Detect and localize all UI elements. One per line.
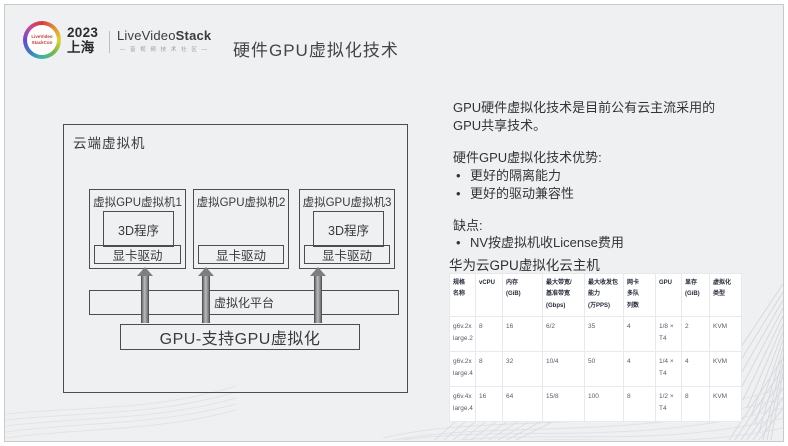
vm-label: 虚拟GPU虚拟机2 [196,197,286,209]
column-header: vCPU [475,272,503,318]
page-title: 硬件GPU虚拟化技术 [233,41,399,60]
table-row: g6v.4xlarge.4 16 64 15/8 100 8 1/2 × T4 … [449,386,742,423]
cell-virt-type: KVM [709,386,742,423]
cons-heading: 缺点: [453,217,483,233]
cell-spec-name: g6v.4xlarge.4 [449,386,476,423]
cell-bandwidth: 15/8 [542,386,585,423]
vm-box-2: 虚拟GPU虚拟机2 显卡驱动 [193,189,289,269]
arrow-shaft [141,276,149,323]
livevideostack-logo-icon: LiveVideo StackCon [23,21,61,59]
logo-emblem-text: LiveVideo StackCon [23,21,61,59]
column-header: 虚拟化 类型 [709,272,742,318]
brand-tagline: — 音 视 频 技 术 社 区 — [119,47,209,53]
gpu-driver-box: 显卡驱动 [304,245,390,264]
cell-virt-type: KVM [709,351,742,388]
cons-list: • NV按虚拟机收License费用 [453,234,753,252]
brand-wordmark: LiveVideoStack — 音 视 频 技 术 社 区 — [117,28,211,53]
bullet-icon: • [456,167,461,183]
cell-memory: 32 [502,351,543,388]
conference-year-badge: 2023 上海 [67,25,99,56]
cell-vram: 4 [681,351,710,388]
cell-pps: 100 [584,386,624,423]
arrow-head [310,267,326,276]
cell-virt-type: KVM [709,316,742,353]
conference-year: 2023 [67,25,99,40]
table-row: g6v.2xlarge.4 8 32 10/4 50 4 1/4 × T4 4 … [449,351,742,388]
cell-bandwidth: 10/4 [542,351,585,388]
logo-emblem-line2: StackCon [31,40,53,45]
table-row: g6v.2xlarge.2 8 16 6/2 35 4 1/8 × T4 2 K… [449,316,742,353]
brand-name-regular: LiveVideo [117,28,176,43]
arrow-shaft [202,276,210,323]
table-title: 华为云GPU虚拟化云主机 [449,258,600,273]
gpu-hardware-box: GPU-支持GPU虚拟化 [120,324,360,350]
list-item: • NV按虚拟机收License费用 [453,234,753,252]
cell-vcpu: 8 [475,316,503,353]
arrow-head [198,267,214,276]
gpu-driver-box: 显卡驱动 [198,245,284,264]
pros-list: • 更好的隔离能力 • 更好的驱动兼容性 [453,167,753,203]
slide: LiveVideo StackCon 2023 上海 LiveVideoStac… [4,4,784,442]
logo-divider [109,31,110,53]
notes-panel: GPU硬件虚拟化技术是目前公有云主流采用的 GPU共享技术。 硬件GPU虚拟化技… [453,99,753,252]
column-header: 最大带宽/ 基准带宽 (Gbps) [542,272,585,318]
bullet-icon: • [456,185,461,201]
cell-vram: 8 [681,386,710,423]
column-header: 网卡 多队 列数 [623,272,656,318]
cell-queues: 4 [623,351,656,388]
3d-app-box: 3D程序 [313,211,384,247]
column-header: 规格 名称 [449,272,476,318]
cell-spec-name: g6v.2xlarge.4 [449,351,476,388]
cell-queues: 8 [623,386,656,423]
vm-label: 虚拟GPU虚拟机1 [93,197,182,209]
up-arrow-icon [310,267,326,323]
intro-paragraph: GPU硬件虚拟化技术是目前公有云主流采用的 GPU共享技术。 [453,100,716,133]
vm-box-1: 虚拟GPU虚拟机1 3D程序 显卡驱动 [89,189,186,269]
cloud-vm-label: 云端虚拟机 [73,136,146,151]
cell-gpu: 1/2 × T4 [655,386,682,423]
cloud-vm-diagram: 云端虚拟机 虚拟GPU虚拟机1 3D程序 显卡驱动 虚拟GPU虚拟机2 显卡驱动… [63,124,408,393]
cell-spec-name: g6v.2xlarge.2 [449,316,476,353]
con-item-text: NV按虚拟机收License费用 [470,235,624,250]
arrow-head [137,267,153,276]
pro-item-text: 更好的驱动兼容性 [470,185,575,201]
list-item: • 更好的驱动兼容性 [453,185,753,203]
table-header-row: 规格 名称 vCPU 内存 (GiB) 最大带宽/ 基准带宽 (Gbps) 最大… [449,272,742,318]
cell-gpu: 1/8 × T4 [655,316,682,353]
list-item: • 更好的隔离能力 [453,167,753,185]
vm-box-3: 虚拟GPU虚拟机3 3D程序 显卡驱动 [299,189,395,269]
up-arrow-icon [198,267,214,323]
cell-pps: 50 [584,351,624,388]
cell-bandwidth: 6/2 [542,316,585,353]
up-arrow-icon [137,267,153,323]
virtualization-platform-box: 虚拟化平台 [89,290,399,315]
cell-pps: 35 [584,316,624,353]
gpu-driver-box: 显卡驱动 [94,245,181,264]
column-header: 内存 (GiB) [502,272,543,318]
vm-label: 虚拟GPU虚拟机3 [302,197,392,209]
brand-name-bold: Stack [175,28,212,43]
pro-item-text: 更好的隔离能力 [470,167,562,183]
cell-memory: 64 [502,386,543,423]
column-header: 显存 (GiB) [681,272,710,318]
cell-gpu: 1/4 × T4 [655,351,682,388]
column-header: GPU [655,272,682,318]
logo-emblem-line1: LiveVideo [31,34,53,40]
cell-queues: 4 [623,316,656,353]
conference-city: 上海 [67,39,95,55]
arrow-shaft [314,276,322,323]
cell-vram: 2 [681,316,710,353]
bullet-icon: • [456,235,461,250]
cell-vcpu: 16 [475,386,503,423]
column-header: 最大收发包 能力 (万PPS) [584,272,624,318]
cell-memory: 16 [502,316,543,353]
brand-name: LiveVideoStack [117,28,211,43]
pros-heading: 硬件GPU虚拟化技术优势: [453,150,602,165]
gpu-spec-table: 规格 名称 vCPU 内存 (GiB) 最大带宽/ 基准带宽 (Gbps) 最大… [449,272,742,423]
3d-app-box: 3D程序 [103,211,174,247]
cell-vcpu: 8 [475,351,503,388]
